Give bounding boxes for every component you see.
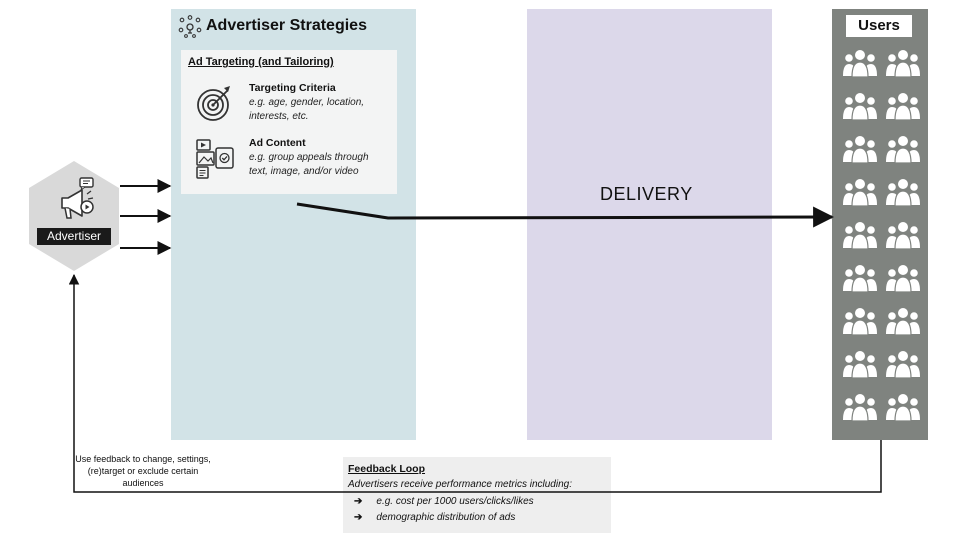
user-group-icon [881,88,924,123]
feedback-metric-item: ➔ demographic distribution of ads [354,512,515,523]
feedback-loop-description: Advertisers receive performance metrics … [348,479,572,490]
users-grid [838,45,924,424]
user-group-icon [881,260,924,295]
user-group-icon [838,174,881,209]
user-group-icon [881,45,924,80]
ad-content-title: Ad Content [249,137,306,149]
users-title: Users [846,15,912,37]
feedback-metric-text: demographic distribution of ads [376,512,516,523]
user-group-icon [881,389,924,424]
targeting-criteria-description: e.g. age, gender, location, interests, e… [249,97,365,122]
feedback-metric-text: e.g. cost per 1000 users/clicks/likes [376,496,534,507]
user-group-icon [838,88,881,123]
user-group-icon [881,174,924,209]
advertiser-label: Advertiser [37,228,111,245]
strategies-title-text: Advertiser Strategies [206,17,367,34]
targeting-criteria-title: Targeting Criteria [249,82,336,94]
strategy-icon [178,15,202,38]
strategies-title: Advertiser Strategies [178,14,367,38]
user-group-icon [881,303,924,338]
user-group-icon [838,131,881,166]
user-group-icon [838,389,881,424]
user-group-icon [838,303,881,338]
feedback-note: Use feedback to change, settings, (re)ta… [75,454,211,488]
user-group-icon [881,346,924,381]
feedback-metric-item: ➔ e.g. cost per 1000 users/clicks/likes [354,496,534,507]
arrow-right-icon: ➔ [354,512,363,523]
delivery-label: DELIVERY [600,184,693,204]
feedback-loop-title: Feedback Loop [348,463,426,475]
delivery-panel [527,9,772,440]
user-group-icon [881,217,924,252]
user-group-icon [838,346,881,381]
ad-targeting-box [181,50,397,194]
media-content-icon [196,139,234,179]
user-group-icon [838,45,881,80]
megaphone-icon [61,177,94,219]
user-group-icon [838,217,881,252]
advertiser-hexagon [29,161,119,271]
arrow-right-icon: ➔ [354,496,363,507]
ad-targeting-heading: Ad Targeting (and Tailoring) [188,56,334,68]
user-group-icon [881,131,924,166]
target-icon [197,86,230,121]
ad-content-description: e.g. group appeals through text, image, … [249,152,369,177]
user-group-icon [838,260,881,295]
